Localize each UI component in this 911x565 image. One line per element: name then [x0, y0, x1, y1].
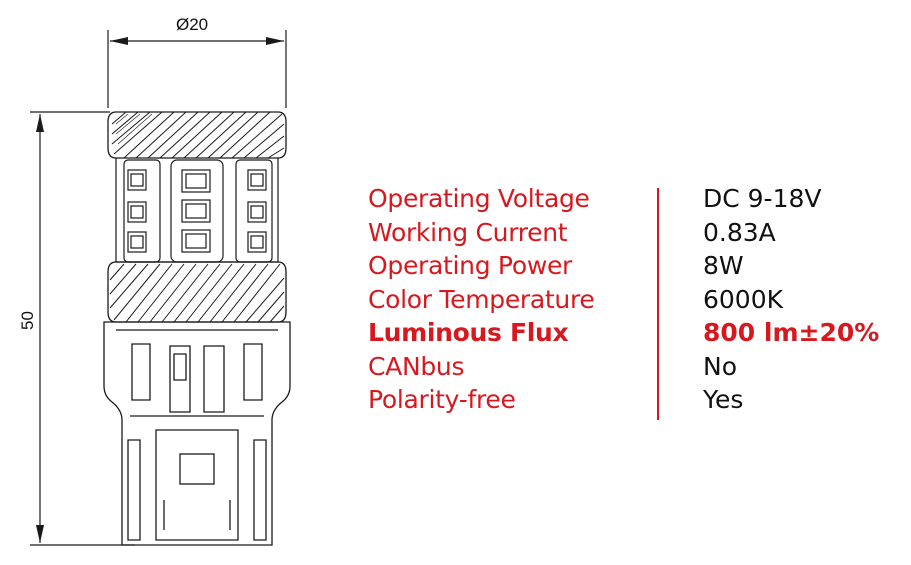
spec-value: Yes [703, 385, 744, 414]
spec-value: 800 lm±20% [703, 318, 880, 347]
upper-heatsink [107, 111, 287, 159]
spec-label: Color Temperature [368, 284, 595, 314]
spec-label: Luminous Flux [368, 318, 569, 347]
spec-value: 8W [703, 251, 744, 280]
height-dimension [30, 111, 135, 546]
spec-label: Operating Voltage [368, 184, 590, 213]
spec-label: Polarity-free [368, 385, 516, 414]
led-section [115, 158, 279, 263]
diameter-dimension [107, 30, 287, 108]
height-label: 50 [18, 311, 37, 330]
spec-value: 0.83A [703, 217, 776, 247]
spec-label: Working Current [368, 217, 568, 247]
spec-value: No [703, 351, 737, 381]
lower-heatsink [107, 261, 287, 323]
spec-value: 6000K [703, 284, 784, 314]
diameter-label: Ø20 [176, 15, 208, 34]
spec-label: CANbus [368, 351, 465, 381]
spec-divider [657, 188, 659, 420]
spec-value: DC 9-18V [703, 184, 822, 213]
socket-base [103, 321, 291, 546]
spec-label: Operating Power [368, 251, 573, 280]
